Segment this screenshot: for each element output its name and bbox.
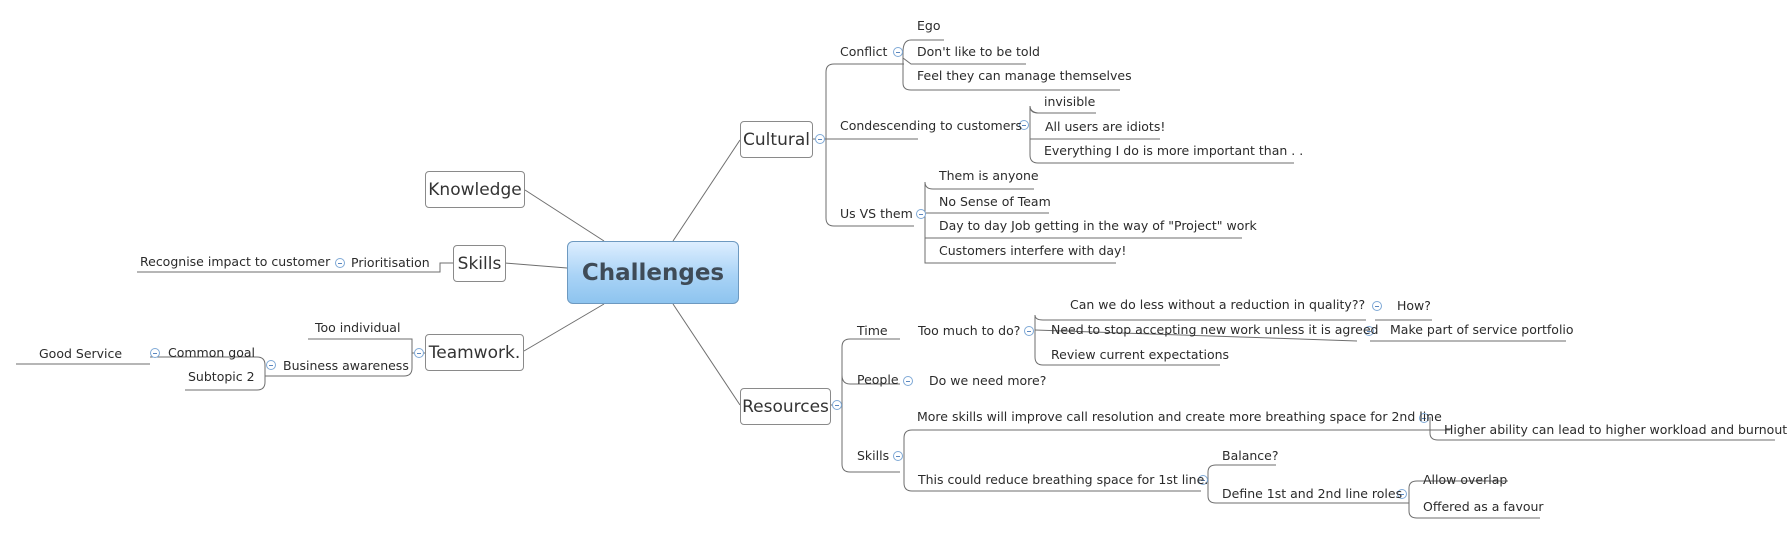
topic-cultural[interactable]: Cultural	[740, 121, 813, 158]
collapse-button-more-skills[interactable]	[1419, 413, 1429, 423]
node-prioritisation[interactable]: Prioritisation	[351, 255, 430, 270]
topic-teamwork[interactable]: Teamwork.	[425, 334, 524, 371]
node-need-stop[interactable]: Need to stop accepting new work unless i…	[1051, 322, 1379, 337]
node-subtopic[interactable]: Subtopic 2	[188, 369, 255, 384]
node-interfere[interactable]: Customers interfere with day!	[939, 243, 1127, 258]
collapse-button-prioritisation[interactable]	[335, 258, 345, 268]
node-reduce[interactable]: This could reduce breathing space for 1s…	[918, 472, 1209, 487]
collapse-button-common-goal[interactable]	[150, 348, 160, 358]
node-invisible[interactable]: invisible	[1044, 94, 1096, 109]
node-day-to-day[interactable]: Day to day Job getting in the way of "Pr…	[939, 218, 1257, 233]
collapse-button-cultural[interactable]	[815, 134, 825, 144]
node-how[interactable]: How?	[1397, 298, 1431, 313]
collapse-button-teamwork[interactable]	[414, 348, 424, 358]
collapse-button-can-we[interactable]	[1372, 301, 1382, 311]
node-ego[interactable]: Ego	[917, 18, 941, 33]
node-too-individual[interactable]: Too individual	[315, 320, 401, 335]
node-idiots[interactable]: All users are idiots!	[1045, 119, 1166, 134]
collapse-button-skills-r[interactable]	[893, 451, 903, 461]
node-more-skills[interactable]: More skills will improve call resolution…	[917, 409, 1442, 424]
node-business[interactable]: Business awareness	[283, 358, 409, 373]
collapse-button-reduce[interactable]	[1198, 475, 1208, 485]
collapse-button-people[interactable]	[903, 376, 913, 386]
collapse-button-define[interactable]	[1397, 489, 1407, 499]
node-skills-r[interactable]: Skills	[857, 448, 890, 463]
node-them-anyone[interactable]: Them is anyone	[939, 168, 1039, 183]
node-feel-manage[interactable]: Feel they can manage themselves	[917, 68, 1132, 83]
node-common-goal[interactable]: Common goal	[168, 345, 255, 360]
node-good-service[interactable]: Good Service	[39, 346, 123, 361]
topic-knowledge[interactable]: Knowledge	[425, 171, 525, 208]
node-people[interactable]: People	[857, 372, 899, 387]
collapse-button-need-stop[interactable]	[1364, 326, 1374, 336]
node-can-we[interactable]: Can we do less without a reduction in qu…	[1070, 297, 1366, 312]
collapse-button-resources[interactable]	[832, 400, 842, 410]
node-time[interactable]: Time	[857, 323, 888, 338]
topic-resources[interactable]: Resources	[740, 388, 831, 425]
collapse-button-usvs[interactable]	[916, 209, 926, 219]
node-balance[interactable]: Balance?	[1222, 448, 1279, 463]
node-recognise[interactable]: Recognise impact to customer	[140, 254, 331, 269]
node-do-we-need[interactable]: Do we need more?	[929, 373, 1047, 388]
node-important[interactable]: Everything I do is more important than .…	[1044, 143, 1304, 158]
node-condescending[interactable]: Condescending to customers	[840, 118, 1023, 133]
node-dont-like[interactable]: Don't like to be told	[917, 44, 1040, 59]
collapse-button-condescending[interactable]	[1019, 120, 1029, 130]
node-usvs[interactable]: Us VS them	[840, 206, 913, 221]
node-define[interactable]: Define 1st and 2nd line roles	[1222, 486, 1403, 501]
collapse-button-business[interactable]	[266, 360, 276, 370]
node-make-part[interactable]: Make part of service portfolio	[1390, 322, 1574, 337]
central-topic[interactable]: Challenges	[567, 241, 739, 304]
topic-skills[interactable]: Skills	[453, 245, 506, 282]
collapse-button-too-much[interactable]	[1024, 326, 1034, 336]
node-offered[interactable]: Offered as a favour	[1423, 499, 1544, 514]
node-too-much[interactable]: Too much to do?	[918, 323, 1021, 338]
node-review[interactable]: Review current expectations	[1051, 347, 1230, 362]
collapse-button-conflict[interactable]	[893, 47, 903, 57]
node-allow[interactable]: Allow overlap	[1423, 472, 1508, 487]
node-higher[interactable]: Higher ability can lead to higher worklo…	[1444, 422, 1788, 437]
node-no-sense[interactable]: No Sense of Team	[939, 194, 1051, 209]
node-conflict[interactable]: Conflict	[840, 44, 888, 59]
